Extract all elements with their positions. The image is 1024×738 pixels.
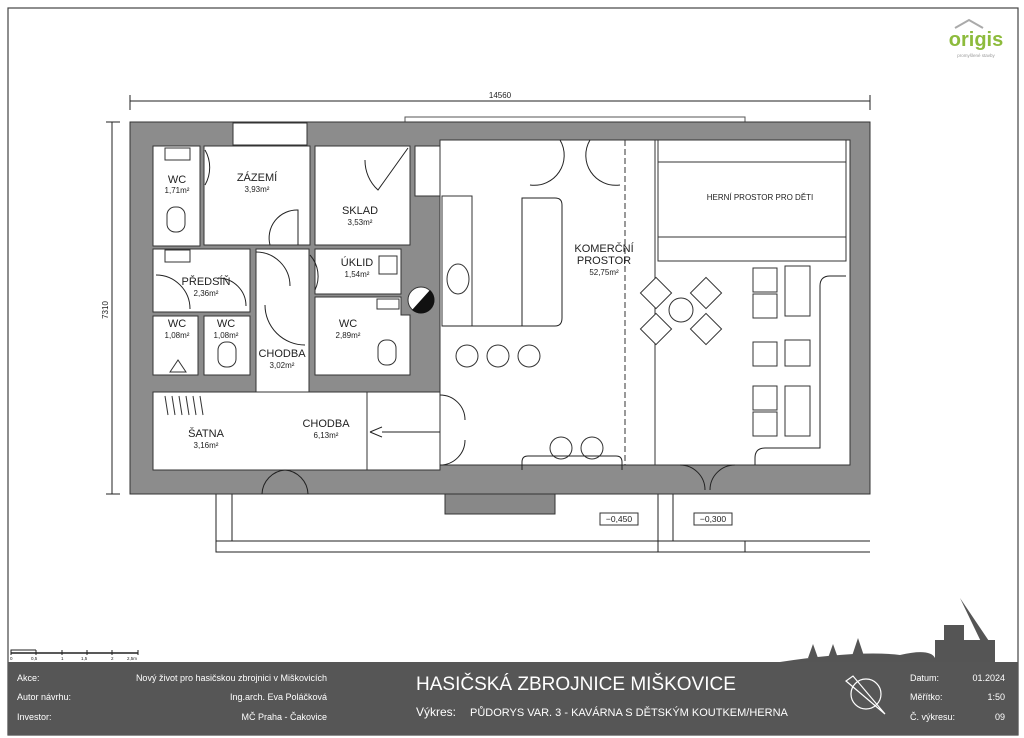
zone-dividers	[624, 139, 847, 465]
scale-bar: 0 0,5 1 1,5 2 2,5m	[10, 649, 139, 661]
room-name-chodba: CHODBA	[302, 418, 350, 430]
sanitary-fixtures	[164, 147, 400, 416]
north-arrow-icon	[845, 675, 886, 715]
origis-logo: origis promyšlené stavby	[949, 18, 1003, 58]
room-name-wc: WC	[168, 318, 186, 330]
room-area: 1,71m²	[165, 186, 190, 195]
terrace-outline	[215, 116, 870, 553]
bar-counter	[407, 195, 623, 470]
room-name-predsin: PŘEDSÍŇ	[182, 275, 231, 288]
height-dimension-label: 7310	[101, 301, 110, 319]
svg-text:Č. výkresu:: Č. výkresu:	[910, 712, 955, 722]
svg-text:2: 2	[111, 656, 114, 661]
dimension-width: 14560	[129, 91, 871, 110]
room-name-wc: WC	[168, 174, 186, 186]
cafe-table-set	[639, 276, 723, 346]
svg-text:Měřítko:: Měřítko:	[910, 692, 943, 702]
logo-text: origis	[949, 29, 1003, 51]
svg-text:2,5m: 2,5m	[127, 656, 137, 661]
room-area: 1,54m²	[345, 270, 370, 279]
svg-text:Autor návrhu:: Autor návrhu:	[17, 692, 71, 702]
meritko-value: 1:50	[987, 692, 1005, 702]
svg-text:0: 0	[10, 656, 13, 661]
svg-text:1,5: 1,5	[81, 656, 88, 661]
dimension-height: 7310	[101, 121, 120, 495]
room-name-prostor: PROSTOR	[577, 255, 631, 267]
room-labels: WC 1,71m² ZÁZEMÍ 3,93m² SKLAD 3,53m² PŘE…	[165, 171, 814, 450]
svg-text:Datum:: Datum:	[910, 673, 939, 683]
room-name-uklid: ÚKLID	[341, 256, 373, 269]
room-name-sklad: SKLAD	[342, 205, 378, 217]
room-area: 2,36m²	[194, 289, 219, 298]
room-area: 3,16m²	[194, 441, 219, 450]
room-name-wc: WC	[339, 318, 357, 330]
svg-text:Výkres:: Výkres:	[416, 705, 456, 719]
landscape-crane-illustration	[780, 598, 995, 662]
level-mark: −0,300	[700, 514, 727, 524]
level-marks: −0,450 −0,300	[599, 512, 733, 526]
room-name-wc: WC	[217, 318, 235, 330]
room-area: 3,93m²	[245, 185, 270, 194]
title-block-content: Akce: Nový život pro hasičskou zbrojnici…	[17, 673, 1005, 722]
room-area: 1,08m²	[214, 331, 239, 340]
room-area: 1,08m²	[165, 331, 190, 340]
room-area: 3,02m²	[270, 361, 295, 370]
level-mark: −0,450	[606, 514, 633, 524]
room-name-zazemi: ZÁZEMÍ	[237, 171, 278, 184]
room-name-komercni: KOMERČNÍ	[574, 242, 634, 255]
width-dimension-label: 14560	[489, 91, 512, 100]
svg-text:Akce:: Akce:	[17, 673, 40, 683]
cislo-vykresu-value: 09	[995, 712, 1005, 722]
drawing-subtitle: PŮDORYS VAR. 3 - KAVÁRNA S DĚTSKÝM KOUTK…	[470, 706, 789, 719]
room-area: 3,53m²	[348, 218, 373, 227]
autor-value: Ing.arch. Eva Poláčková	[230, 692, 327, 702]
room-name-satna: ŠATNA	[188, 427, 225, 440]
room-area: 6,13m²	[314, 431, 339, 440]
akce-value: Nový život pro hasičskou zbrojnici v Miš…	[136, 673, 327, 683]
room-name-herni-prostor: HERNÍ PROSTOR PRO DĚTI	[707, 193, 814, 202]
room-area: 52,75m²	[589, 268, 619, 277]
logo-tagline: promyšlené stavby	[957, 53, 995, 58]
drawing-title: HASIČSKÁ ZBROJNICE MIŠKOVICE	[416, 673, 736, 695]
title-block	[8, 662, 1018, 735]
seating-booths	[752, 265, 811, 437]
investor-value: MČ Praha - Čakovice	[241, 712, 327, 722]
room-name-chodba: CHODBA	[258, 348, 306, 360]
svg-text:Investor:: Investor:	[17, 712, 52, 722]
svg-text:0,5: 0,5	[31, 656, 38, 661]
datum-value: 01.2024	[972, 673, 1005, 683]
svg-text:1: 1	[61, 656, 64, 661]
room-area: 2,89m²	[336, 331, 361, 340]
doors	[155, 139, 736, 495]
